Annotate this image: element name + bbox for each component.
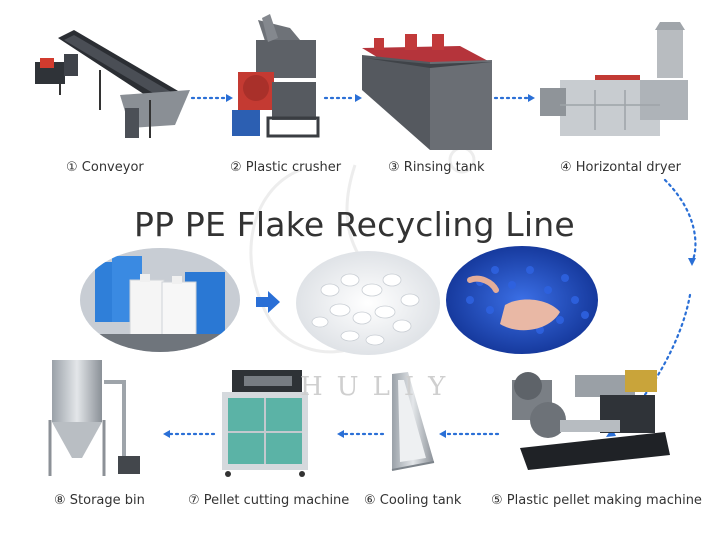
step-caption-pellet-making: ⑤ Plastic pellet making machine (491, 493, 702, 508)
step-caption-rinsing-tank: ③ Rinsing tank (388, 160, 485, 175)
watermark-text: HULIY (300, 372, 460, 402)
plastic-containers-photo (80, 248, 240, 352)
material-flow-arrow (256, 291, 280, 313)
dryer-machine (540, 22, 688, 136)
flow-arrows (168, 96, 697, 436)
storage-bin-machine (48, 360, 140, 476)
step-caption-storage-bin: ⑧ Storage bin (54, 493, 145, 508)
crusher-machine (232, 14, 320, 138)
blue-pellets-photo (446, 246, 598, 354)
rinsing-tank-machine (362, 34, 492, 150)
pellet-cutting-machine (222, 370, 308, 477)
cooling-tank-machine (391, 372, 435, 471)
step-caption-pellet-cutting: ⑦ Pellet cutting machine (188, 493, 350, 508)
step-caption-cooling-tank: ⑥ Cooling tank (364, 493, 462, 508)
step-caption-conveyor: ① Conveyor (66, 160, 144, 175)
white-pellets-photo (296, 251, 440, 355)
arrow-4-5b (608, 293, 692, 434)
arrow-4-5 (663, 178, 697, 264)
step-caption-crusher: ② Plastic crusher (230, 160, 342, 175)
diagram-title: PP PE Flake Recycling Line (134, 205, 575, 244)
pellet-making-machine (512, 370, 670, 470)
conveyor-machine (35, 30, 190, 138)
step-caption-dryer: ④ Horizontal dryer (560, 160, 681, 175)
